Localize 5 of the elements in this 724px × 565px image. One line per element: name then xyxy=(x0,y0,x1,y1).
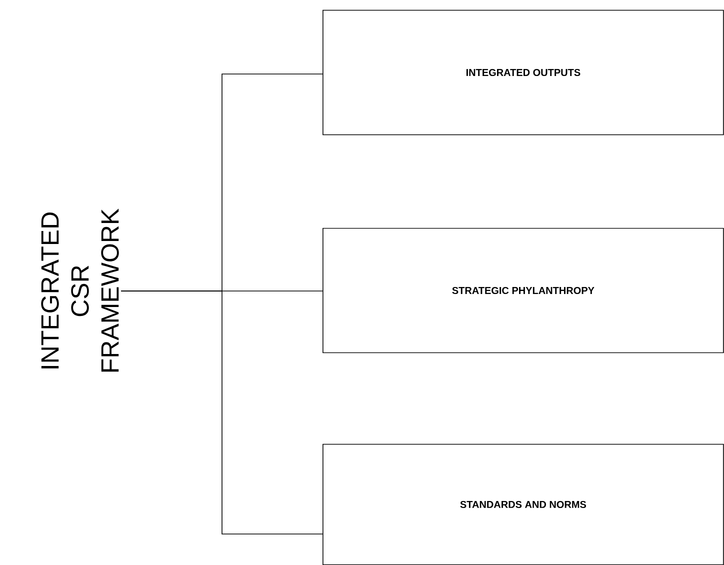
text-box: STANDARDS AND NORMS xyxy=(322,444,724,565)
text-box: INTEGRATED OUTPUTS xyxy=(322,10,724,136)
connector-line xyxy=(120,290,324,534)
title-text: INTEGRATED CSR FRAMEWORK xyxy=(41,208,119,372)
text-box: STRATEGIC PHYLANTHROPY xyxy=(322,228,724,354)
